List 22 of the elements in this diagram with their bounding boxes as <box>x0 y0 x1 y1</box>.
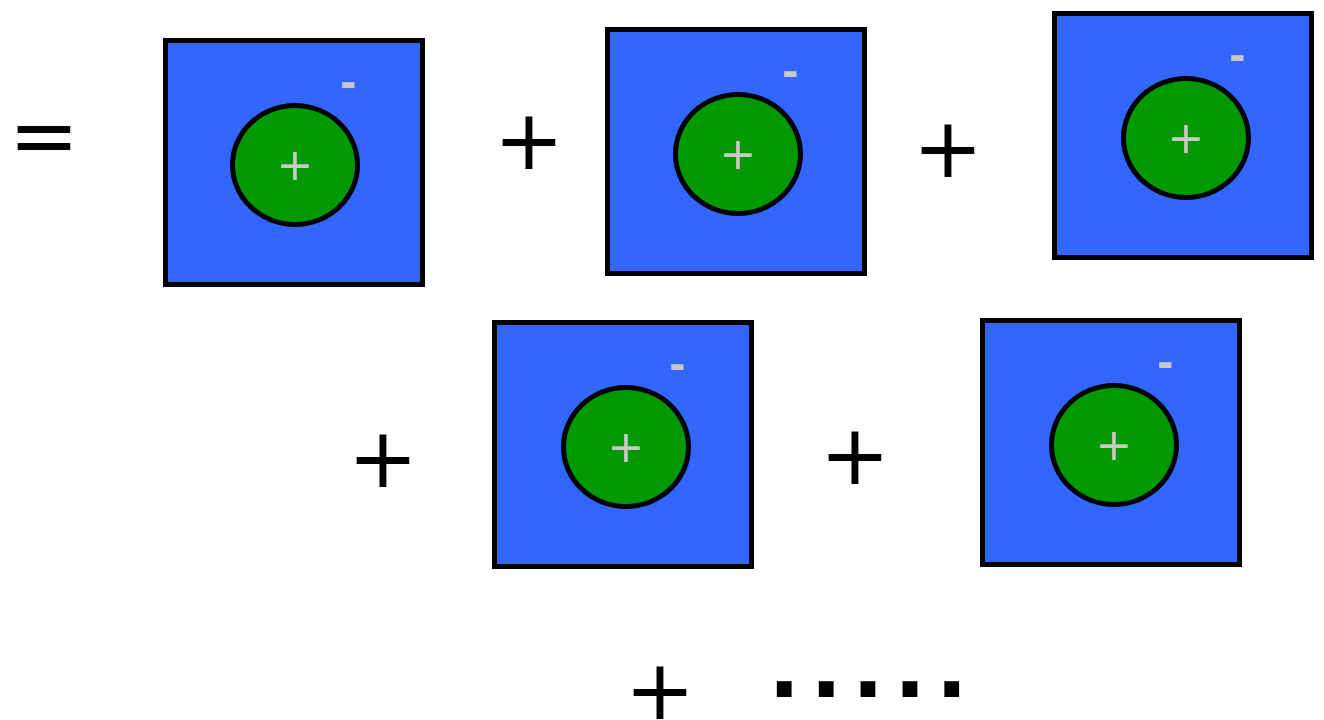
square-panel <box>980 318 1242 567</box>
plus-sign: + <box>347 416 419 500</box>
plus-sign: + <box>276 143 314 187</box>
plus-sign: + <box>819 413 891 497</box>
square-panel <box>492 320 754 569</box>
square-panel <box>163 38 425 287</box>
plus-sign: + <box>607 425 645 469</box>
plus-sign: + <box>1095 423 1133 467</box>
minus-sign: - <box>782 52 799 92</box>
minus-sign: - <box>1157 343 1174 383</box>
plus-sign: + <box>719 132 757 176</box>
square-panel <box>605 27 867 276</box>
minus-sign: - <box>1229 36 1246 76</box>
minus-sign: - <box>669 345 686 385</box>
equals-sign: = <box>8 93 80 177</box>
plus-sign: + <box>493 98 565 182</box>
plus-sign: + <box>1167 116 1205 160</box>
minus-sign: - <box>340 63 357 103</box>
ellipsis: ..... <box>768 626 978 710</box>
plus-sign: + <box>624 648 696 720</box>
plus-sign: + <box>912 106 984 190</box>
square-panel <box>1052 11 1314 260</box>
